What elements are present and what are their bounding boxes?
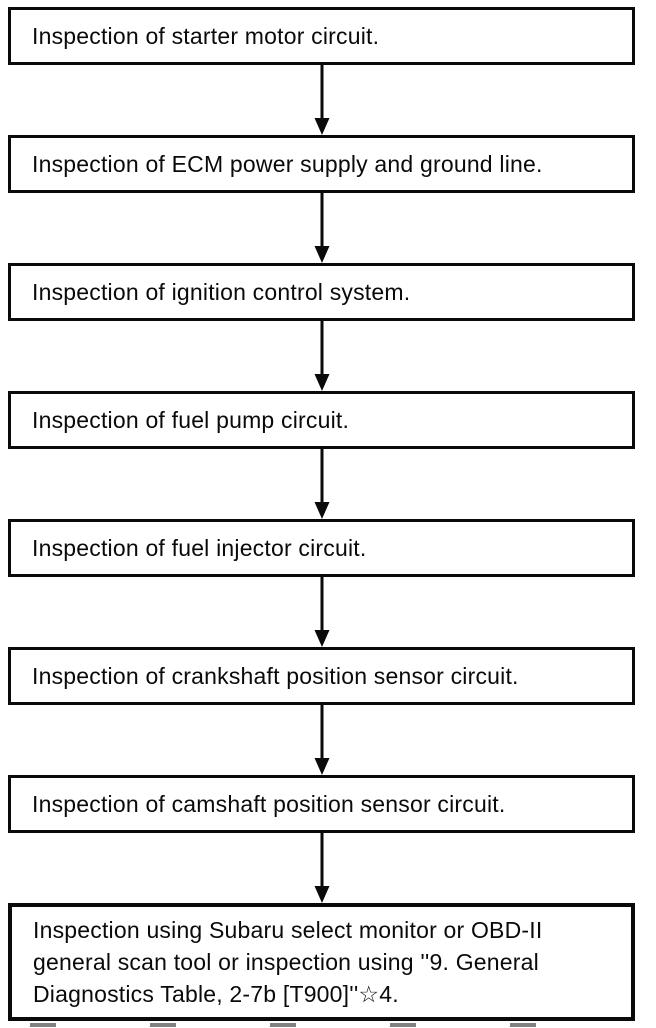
flow-connector-2: [8, 193, 635, 263]
arrow-down-icon: [314, 321, 329, 391]
step-label: Inspection of ECM power supply and groun…: [32, 151, 543, 177]
step-label: Inspection of starter motor circuit.: [32, 23, 380, 49]
step-label: Inspection of camshaft position sensor c…: [32, 791, 506, 817]
flow-connector-4: [8, 449, 635, 519]
step-label-line: Inspection using Subaru select monitor o…: [33, 917, 543, 943]
arrow-down-icon: [314, 449, 329, 519]
step-label-line: Diagnostics Table, 2-7b [T900]''☆4.: [33, 981, 399, 1007]
arrow-down-icon: [314, 65, 329, 135]
flow-step-fuel-pump: Inspection of fuel pump circuit.: [8, 391, 635, 449]
arrow-down-icon: [314, 193, 329, 263]
arrow-down-icon: [314, 705, 329, 775]
arrow-down-icon: [314, 833, 329, 903]
flow-step-crankshaft-sensor: Inspection of crankshaft position sensor…: [8, 647, 635, 705]
flow-connector-6: [8, 705, 635, 775]
step-label-line: general scan tool or inspection using ''…: [33, 949, 539, 975]
step-label: Inspection of fuel pump circuit.: [32, 407, 350, 433]
step-label: Inspection of ignition control system.: [32, 279, 411, 305]
flow-step-starter-motor: Inspection of starter motor circuit.: [8, 7, 635, 65]
step-label: Inspection of crankshaft position sensor…: [32, 663, 519, 689]
flow-step-ecm-power: Inspection of ECM power supply and groun…: [8, 135, 635, 193]
flow-step-camshaft-sensor: Inspection of camshaft position sensor c…: [8, 775, 635, 833]
flow-step-select-monitor: Inspection using Subaru select monitor o…: [8, 903, 635, 1021]
flow-step-ignition-control: Inspection of ignition control system.: [8, 263, 635, 321]
flow-connector-7: [8, 833, 635, 903]
flow-connector-5: [8, 577, 635, 647]
step-label: Inspection of fuel injector circuit.: [32, 535, 367, 561]
flow-step-fuel-injector: Inspection of fuel injector circuit.: [8, 519, 635, 577]
flow-connector-1: [8, 65, 635, 135]
flow-connector-3: [8, 321, 635, 391]
arrow-down-icon: [314, 577, 329, 647]
scan-noise-strip: [30, 1023, 630, 1027]
